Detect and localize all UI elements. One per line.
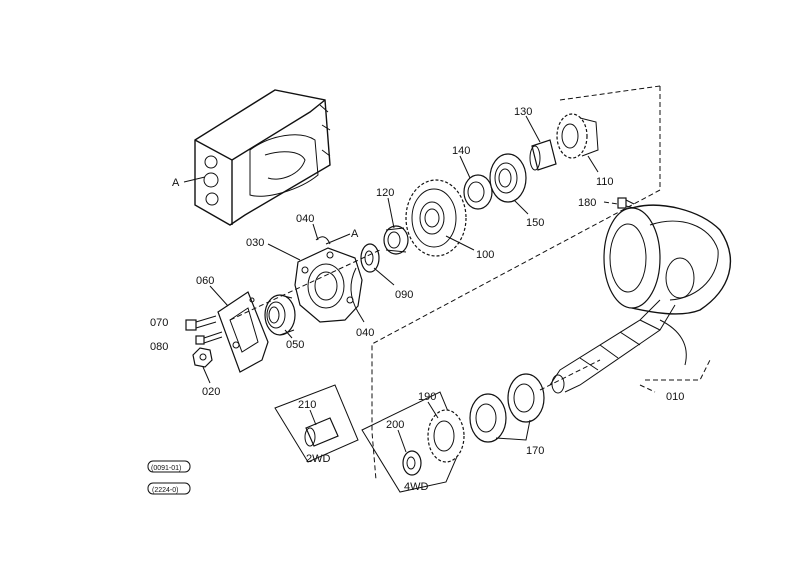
label-100: 100 bbox=[476, 249, 494, 261]
leader-a-left bbox=[183, 176, 206, 183]
ring-gear-010 bbox=[549, 204, 732, 394]
transmission-case bbox=[194, 89, 331, 226]
label-190: 190 bbox=[418, 391, 436, 403]
nut-020 bbox=[192, 347, 213, 368]
label-050: 050 bbox=[286, 339, 304, 351]
label-2wd: 2WD bbox=[306, 453, 331, 465]
housing-030 bbox=[294, 247, 363, 323]
label-130: 130 bbox=[514, 106, 532, 118]
bearing-140 bbox=[463, 174, 493, 210]
label-090: 090 bbox=[395, 289, 413, 301]
bearing-170-b bbox=[469, 393, 507, 443]
collar-200 bbox=[402, 450, 422, 476]
label-040-bottom: 040 bbox=[356, 327, 374, 339]
bolt-080 bbox=[195, 331, 223, 345]
needle-bearing-120 bbox=[383, 225, 409, 255]
label-070: 070 bbox=[150, 317, 168, 329]
label-120: 120 bbox=[376, 187, 394, 199]
label-010: 010 bbox=[666, 391, 684, 403]
bracket-010 bbox=[645, 359, 711, 381]
label-210: 210 bbox=[298, 399, 316, 411]
label-150: 150 bbox=[526, 217, 544, 229]
label-4wd: 4WD bbox=[404, 481, 429, 493]
assembly-line-shaft bbox=[539, 359, 601, 391]
label-170: 170 bbox=[526, 445, 544, 457]
label-080: 080 bbox=[150, 341, 168, 353]
bearing-170-a bbox=[507, 373, 545, 423]
gear-190 bbox=[427, 409, 465, 463]
washer-090 bbox=[360, 243, 380, 273]
label-040-top: 040 bbox=[296, 213, 314, 225]
label-a-right: A bbox=[351, 228, 359, 240]
svg-text:(0091-01): (0091-01) bbox=[151, 465, 181, 472]
snap-ring-040-bottom bbox=[350, 267, 359, 313]
gear-100 bbox=[405, 179, 467, 257]
svg-text:(2224-0): (2224-0) bbox=[152, 487, 178, 494]
collar-150 bbox=[489, 153, 527, 203]
bearing-050 bbox=[264, 294, 296, 336]
assembly-line-left bbox=[229, 249, 381, 321]
label-020: 020 bbox=[202, 386, 220, 398]
label-110: 110 bbox=[596, 176, 614, 188]
gasket-060 bbox=[217, 291, 269, 373]
label-030: 030 bbox=[246, 237, 264, 249]
label-060: 060 bbox=[196, 275, 214, 287]
label-a-left: A bbox=[172, 177, 180, 189]
sleeve-210 bbox=[304, 417, 339, 447]
label-180: 180 bbox=[578, 197, 596, 209]
box-2wd-outline bbox=[274, 384, 359, 463]
label-140: 140 bbox=[452, 145, 470, 157]
bolt-180 bbox=[603, 197, 635, 209]
gear-110 bbox=[556, 113, 599, 159]
leader-170 bbox=[495, 419, 531, 441]
sleeve-130 bbox=[529, 139, 557, 171]
bolt-070 bbox=[185, 315, 217, 331]
label-200: 200 bbox=[386, 419, 404, 431]
box-4wd-outline bbox=[361, 391, 463, 493]
serial-stamp-2: (2224-0) bbox=[147, 482, 191, 495]
assembly-line-top bbox=[559, 85, 661, 101]
serial-stamp-1: (0091-01) bbox=[147, 460, 191, 473]
